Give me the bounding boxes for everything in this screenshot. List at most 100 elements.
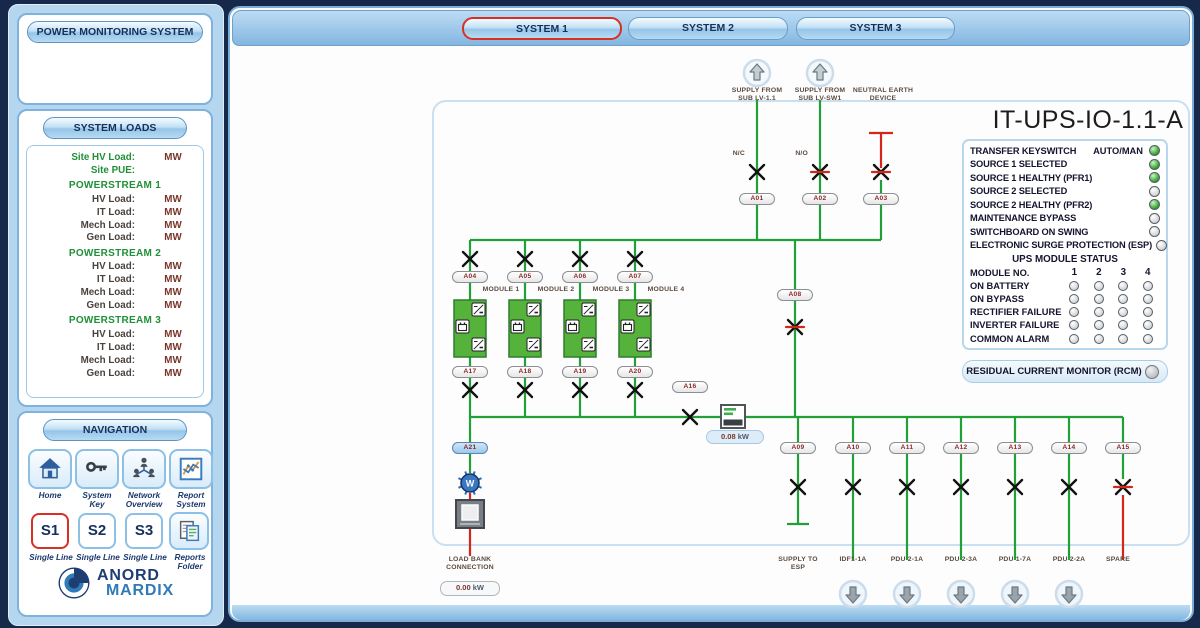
- load-row: IT Load:MW: [96, 341, 182, 353]
- load-row: HV Load:MW: [92, 261, 182, 273]
- module-led: [1069, 333, 1080, 344]
- breaker-label-A05: A05: [507, 271, 543, 283]
- s2-single-line-button[interactable]: S2: [78, 513, 116, 549]
- system-key-button[interactable]: [75, 449, 119, 489]
- ups-module-box: [563, 299, 597, 358]
- feeder-label: IDF1-1A: [839, 556, 867, 563]
- tab-system-2[interactable]: SYSTEM 2: [628, 17, 788, 40]
- powerstream-title: POWERSTREAM 2: [68, 247, 162, 259]
- tab-system-3[interactable]: SYSTEM 3: [796, 17, 955, 40]
- feeder-arrow-icon[interactable]: [838, 579, 868, 609]
- rcm-label: RESIDUAL CURRENT MONITOR (RCM): [966, 366, 1142, 377]
- breaker-x-symbol: [1006, 478, 1024, 496]
- status-led: [1149, 185, 1160, 197]
- status-row: SOURCE 2 HEALTHY (PFR2): [964, 198, 1166, 212]
- module-status-row: INVERTER FAILURE: [964, 319, 1166, 332]
- module-status-row: ON BYPASS: [964, 292, 1166, 305]
- module-led: [1142, 307, 1153, 318]
- status-led: [1149, 172, 1160, 184]
- module-led: [1142, 293, 1153, 304]
- s1-single-line-button[interactable]: S1: [31, 513, 69, 549]
- module-led: [1118, 280, 1129, 291]
- module-label: MODULE 3: [592, 286, 630, 293]
- breaker-x-symbol: [870, 163, 892, 181]
- diagram-title: IT-UPS-IO-1.1-A: [992, 106, 1184, 134]
- ups-module-box: [508, 299, 542, 358]
- breaker-x-symbol: [626, 381, 644, 399]
- load-bank-value: 0.00: [456, 583, 471, 592]
- load-row: HV Load:MW: [92, 193, 182, 205]
- s3-single-line-button[interactable]: S3: [125, 513, 163, 549]
- feeder-label: SUPPLY TO ESP: [778, 556, 818, 571]
- network-overview-button[interactable]: [122, 449, 166, 489]
- supply-arrow-icon[interactable]: [805, 58, 835, 88]
- svg-text:W: W: [466, 479, 475, 489]
- module-label: MODULE 4: [647, 286, 685, 293]
- supply-arrow-icon[interactable]: [742, 58, 772, 88]
- single-line-diagram: W: [453, 58, 1134, 609]
- load-row: IT Load:MW: [96, 206, 182, 218]
- home-button[interactable]: [28, 449, 72, 489]
- status-led: [1149, 199, 1160, 211]
- module-led: [1118, 333, 1129, 344]
- system-loads-header: SYSTEM LOADS: [43, 117, 187, 139]
- supply-label-sub-lv-1-1: SUPPLY FROM SUB LV-1.1: [731, 87, 783, 102]
- no-note: N/O: [795, 150, 808, 157]
- module-led: [1093, 280, 1104, 291]
- reports-folder-button[interactable]: [169, 512, 209, 550]
- module-led: [1093, 293, 1104, 304]
- app-title: POWER MONITORING SYSTEM: [27, 21, 203, 43]
- status-led: [1149, 226, 1160, 238]
- network-icon: [133, 457, 155, 478]
- bus-meter-icon: [720, 404, 746, 429]
- breaker-label-A13: A13: [997, 442, 1033, 454]
- load-row: Mech Load:MW: [80, 354, 182, 366]
- feeder-arrow-icon[interactable]: [892, 579, 922, 609]
- sidebar: POWER MONITORING SYSTEM SYSTEM LOADS Sit…: [8, 4, 224, 626]
- breaker-x-symbol: [898, 478, 916, 496]
- breaker-label-A10: A10: [835, 442, 871, 454]
- breaker-label-A01: A01: [739, 193, 775, 205]
- status-row: SWITCHBOARD ON SWING: [964, 225, 1166, 239]
- watt-meter-icon: W: [458, 471, 482, 495]
- module-label: MODULE 2: [537, 286, 575, 293]
- s2-label: Single Line: [76, 553, 120, 562]
- breaker-x-symbol: [626, 250, 644, 268]
- bus-meter-unit: kW: [737, 432, 749, 441]
- feeder-arrow-icon[interactable]: [946, 579, 976, 609]
- breaker-label-A14: A14: [1051, 442, 1087, 454]
- breaker-x-symbol: [1060, 478, 1078, 496]
- tab-system-1[interactable]: SYSTEM 1: [462, 17, 622, 40]
- breaker-label-A07: A07: [617, 271, 653, 283]
- breaker-x-symbol: [789, 478, 807, 496]
- key-icon: [86, 461, 107, 472]
- status-row: SOURCE 2 SELECTED: [964, 185, 1166, 199]
- report-system-button[interactable]: [169, 449, 213, 489]
- load-bank-device-icon: [455, 499, 485, 529]
- breaker-x-symbol: [681, 408, 699, 426]
- system-key-label: System Key: [82, 491, 112, 509]
- breaker-label-A12: A12: [943, 442, 979, 454]
- module-status-row: RECTIFIER FAILURE: [964, 306, 1166, 319]
- feeder-label: PDU 2-2A: [1052, 556, 1086, 563]
- breaker-label-A06: A06: [562, 271, 598, 283]
- neutral-earth-device-label: NEUTRAL EARTH DEVICE: [852, 87, 914, 102]
- status-row: MAINTENANCE BYPASS: [964, 212, 1166, 226]
- s3-label: Single Line: [123, 553, 167, 562]
- breaker-label-A15: A15: [1105, 442, 1141, 454]
- load-row: IT Load:MW: [96, 274, 182, 286]
- breaker-x-symbol: [809, 163, 831, 181]
- breaker-x-symbol: [571, 381, 589, 399]
- rcm-button[interactable]: RESIDUAL CURRENT MONITOR (RCM): [962, 360, 1168, 383]
- feeder-arrow-icon[interactable]: [1000, 579, 1030, 609]
- module-led: [1069, 307, 1080, 318]
- feeder-arrow-icon[interactable]: [1054, 579, 1084, 609]
- module-led: [1142, 320, 1153, 331]
- load-row: Site PUE:: [90, 164, 135, 176]
- chart-icon: [179, 457, 203, 481]
- module-led: [1093, 307, 1104, 318]
- bottom-bar: [232, 605, 1190, 620]
